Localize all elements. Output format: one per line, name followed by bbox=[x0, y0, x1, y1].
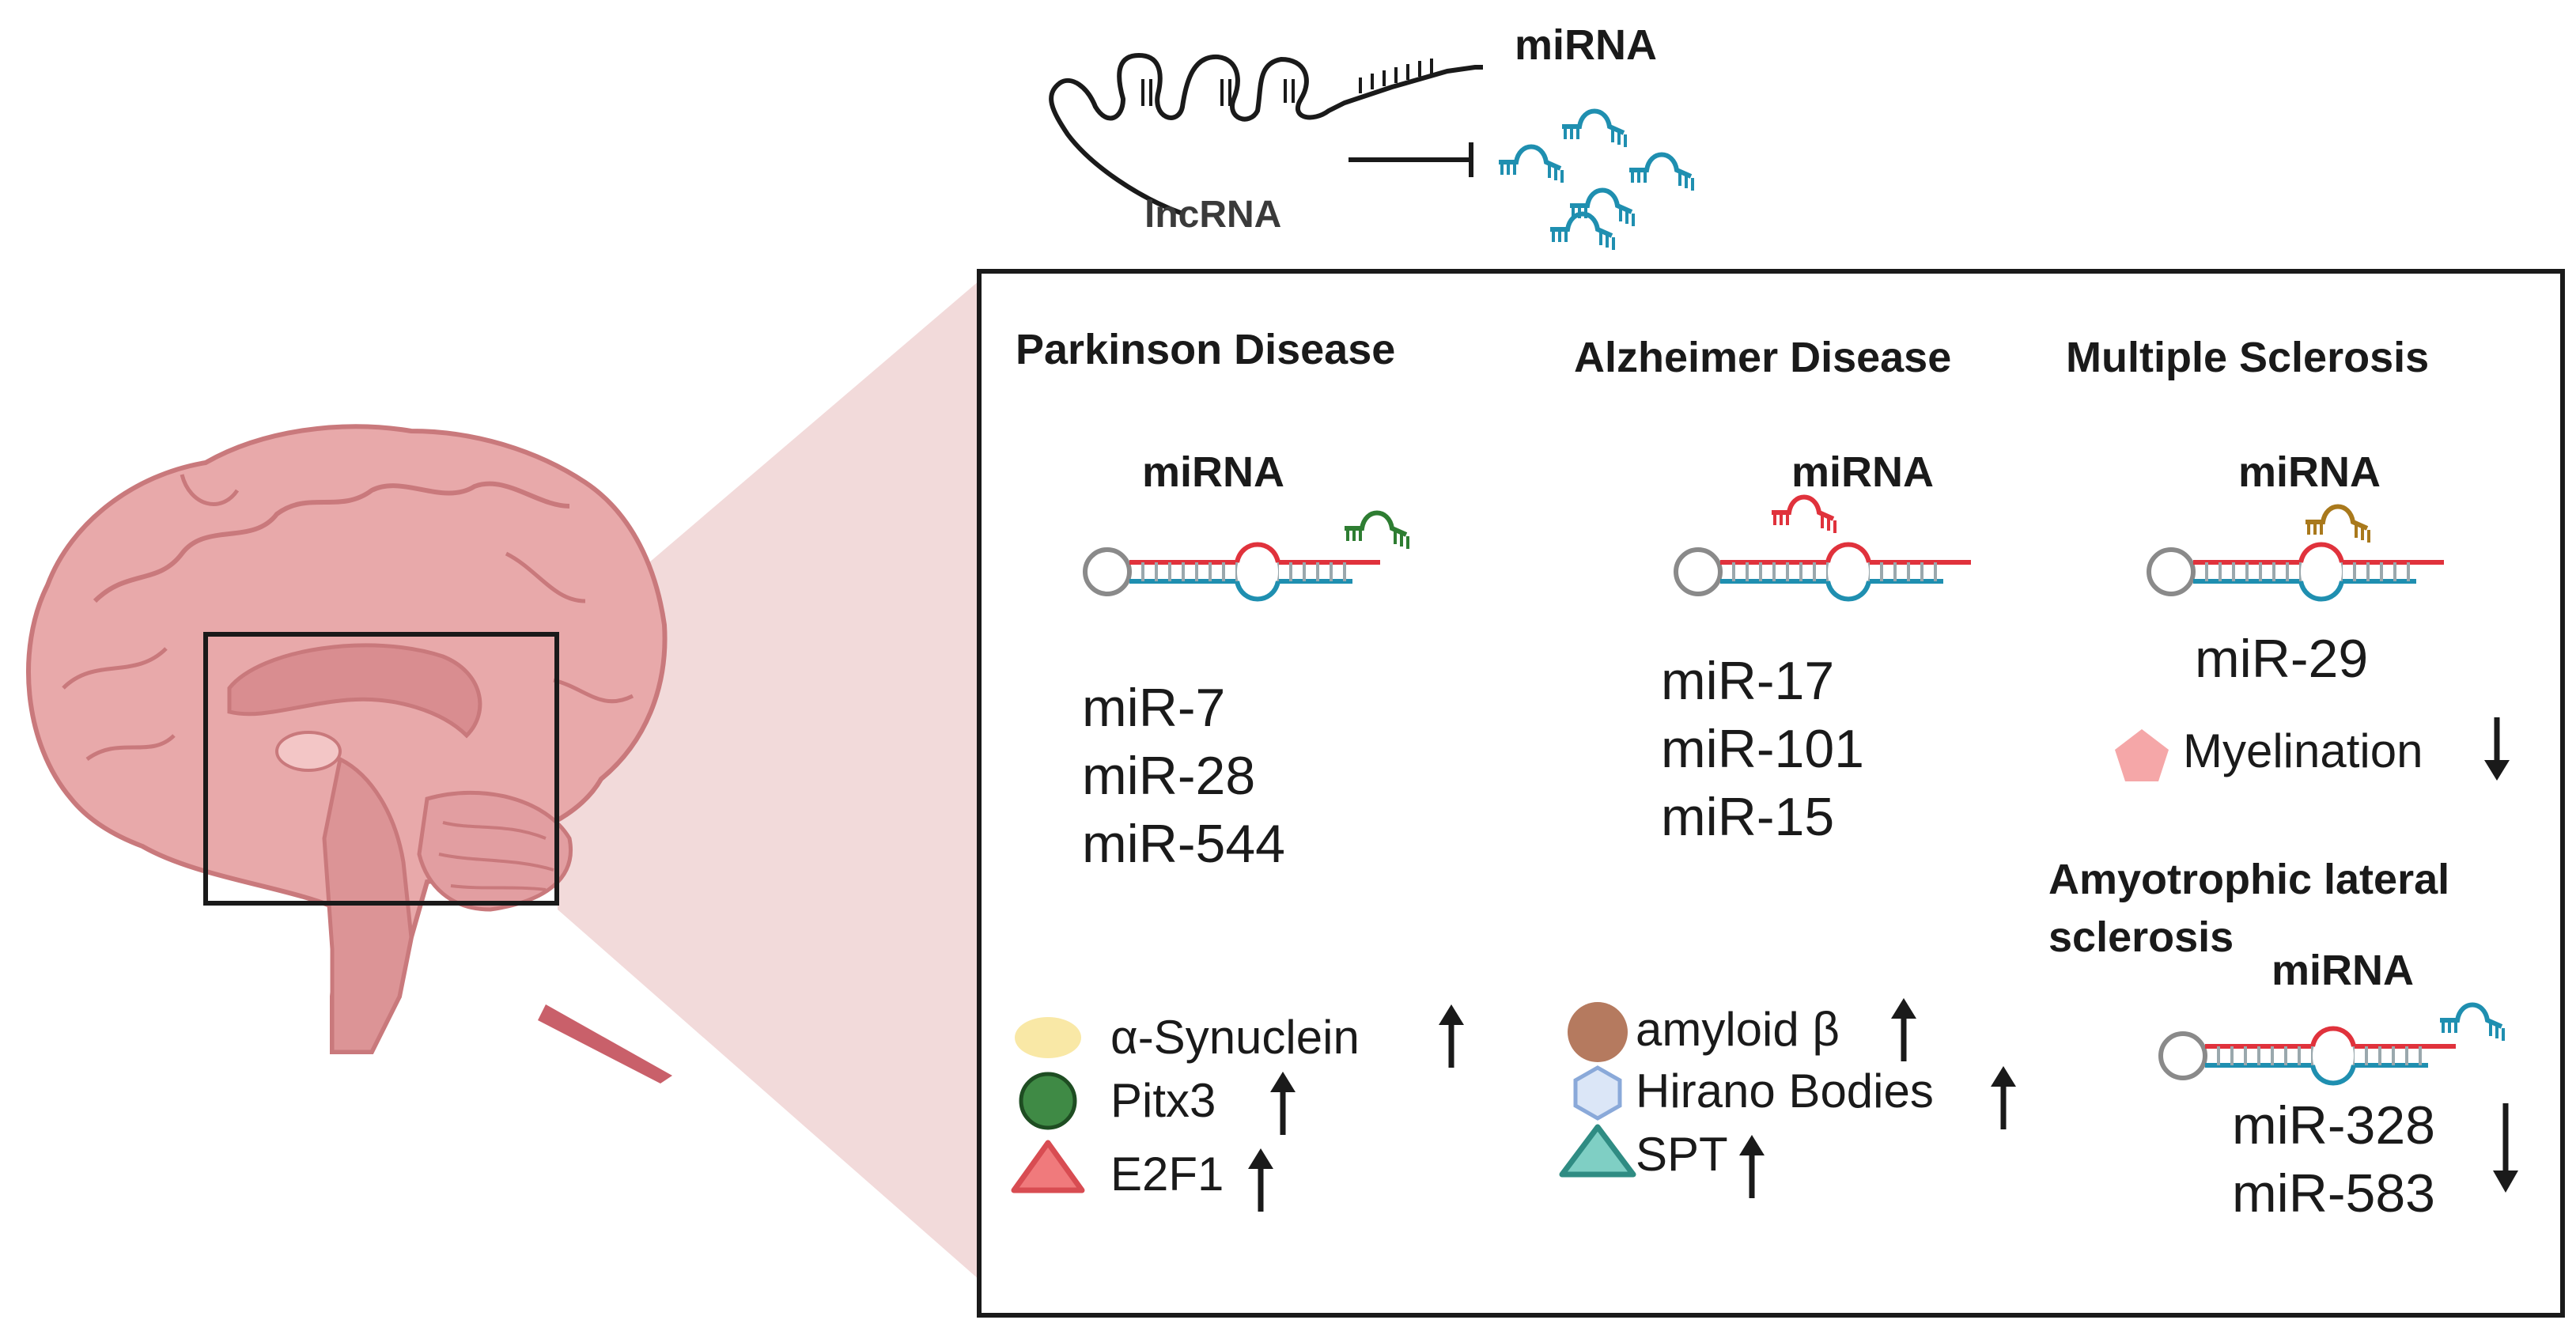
alzheimer-mir-item: miR-101 bbox=[1661, 719, 1864, 779]
inhibition-arrow bbox=[1349, 142, 1473, 177]
alzheimer-title: Alzheimer Disease bbox=[1574, 334, 1952, 381]
disease-panel-frame bbox=[977, 269, 2565, 1318]
als-mir-item: miR-583 bbox=[2232, 1163, 2435, 1223]
parkinson-title: Parkinson Disease bbox=[1016, 326, 1396, 373]
pitx3-label: Pitx3 bbox=[1110, 1074, 1216, 1127]
e2f1-label: E2F1 bbox=[1110, 1148, 1224, 1201]
ms-mirna-label: miRNA bbox=[2238, 448, 2381, 496]
alzheimer-mir-item: miR-15 bbox=[1661, 787, 1835, 847]
ms-title: Multiple Sclerosis bbox=[2066, 334, 2430, 381]
top-mirna-label: miRNA bbox=[1515, 21, 1658, 69]
red-triangle-icon bbox=[1011, 1140, 1085, 1193]
lncrna-label: lncRNA bbox=[1144, 194, 1282, 236]
parkinson-mirna-label: miRNA bbox=[1142, 448, 1285, 496]
als-mir-item: miR-328 bbox=[2232, 1095, 2435, 1155]
teal-triangle-icon bbox=[1559, 1124, 1636, 1178]
mirna-cluster-icon bbox=[1499, 112, 1693, 251]
zoom-cone bbox=[558, 281, 979, 1280]
amyloid-label: amyloid β bbox=[1636, 1003, 1840, 1056]
als-title-line2: sclerosis bbox=[2048, 913, 2234, 961]
ms-mir-item: miR-29 bbox=[2195, 629, 2369, 689]
yellow-oval-icon bbox=[1015, 1017, 1081, 1058]
lncrna-structure bbox=[1049, 52, 1483, 216]
als-mirna-label: miRNA bbox=[2271, 947, 2415, 994]
als-down-arrow bbox=[2493, 1103, 2518, 1193]
green-circle-icon bbox=[1019, 1072, 1077, 1130]
hirano-bodies-label: Hirano Bodies bbox=[1636, 1065, 1934, 1118]
spt-label: SPT bbox=[1636, 1128, 1728, 1181]
als-mirna-list: miR-328 miR-583 bbox=[2232, 1091, 2435, 1227]
alzheimer-mir-item: miR-17 bbox=[1661, 651, 1835, 711]
ms-mirna-list: miR-29 bbox=[2195, 625, 2368, 693]
alzheimer-mirna-list: miR-17 miR-101 miR-15 bbox=[1661, 647, 1864, 851]
brain-illustration bbox=[26, 424, 672, 1084]
pink-pentagon-icon bbox=[2115, 729, 2169, 781]
parkinson-mirna-list: miR-7 miR-28 miR-544 bbox=[1082, 674, 1285, 878]
parkinson-mir-item: miR-7 bbox=[1082, 678, 1226, 738]
alpha-synuclein-label: α-Synuclein bbox=[1110, 1011, 1360, 1064]
myelination-label: Myelination bbox=[2183, 724, 2423, 777]
blue-hexagon-icon bbox=[1573, 1065, 1622, 1121]
brain-zoom-box bbox=[203, 632, 559, 906]
parkinson-mir-item: miR-28 bbox=[1082, 746, 1256, 806]
parkinson-mir-item: miR-544 bbox=[1082, 814, 1285, 874]
alzheimer-mirna-label: miRNA bbox=[1791, 448, 1935, 496]
brown-circle-icon bbox=[1568, 1002, 1628, 1062]
als-title-line1: Amyotrophic lateral bbox=[2048, 856, 2450, 903]
